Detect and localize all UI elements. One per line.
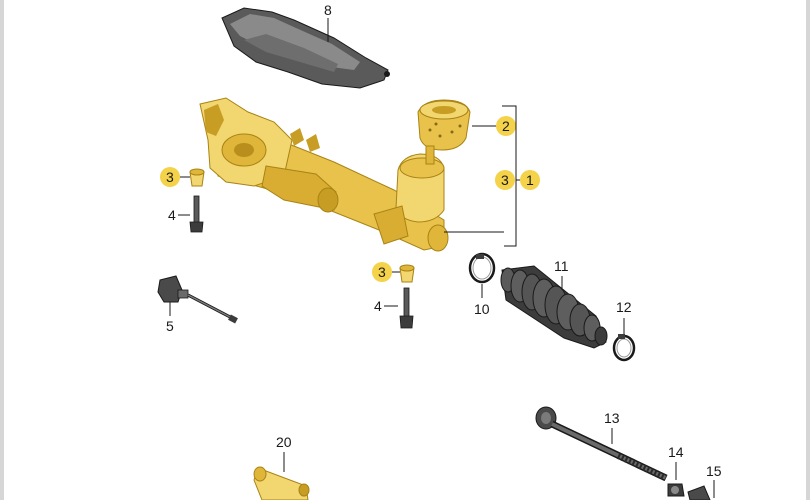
part-20-pin[interactable] (253, 466, 310, 500)
callout-4a[interactable]: 4 (168, 207, 176, 223)
callout-3b-highlight (372, 262, 392, 282)
callout-12[interactable]: 12 (616, 299, 632, 315)
callout-10[interactable]: 10 (474, 301, 490, 317)
part-2-mounting-bush[interactable] (417, 99, 471, 151)
callout-4b[interactable]: 4 (374, 298, 382, 314)
callout-3a[interactable]: 3 (166, 169, 174, 185)
part-10-clamp[interactable] (468, 252, 496, 284)
part-13-tie-rod[interactable] (535, 406, 668, 482)
callout-5[interactable]: 5 (166, 318, 174, 334)
part-3-nut-left[interactable] (189, 168, 205, 187)
callout-2-highlight (496, 116, 516, 136)
exploded-parts-diagram: 8 2 3 1 (157, 2, 722, 500)
part-3-nut-center[interactable] (399, 264, 415, 283)
callout-1-highlight (520, 170, 540, 190)
callout-2[interactable]: 2 (502, 118, 510, 134)
callout-3c[interactable]: 3 (501, 172, 509, 188)
group-bracket (502, 105, 517, 247)
part-1-steering-rack[interactable] (199, 97, 449, 252)
callout-13[interactable]: 13 (604, 410, 620, 426)
part-4-bolt-left[interactable] (189, 195, 204, 233)
callout-15[interactable]: 15 (706, 463, 722, 479)
part-11-bellows-boot[interactable] (500, 265, 608, 349)
part-4-bolt-center[interactable] (399, 287, 414, 329)
callout-20[interactable]: 20 (276, 434, 292, 450)
part-14-nut[interactable] (667, 483, 685, 497)
callout-1[interactable]: 1 (526, 172, 534, 188)
callout-11[interactable]: 11 (554, 258, 569, 274)
callout-3b[interactable]: 3 (378, 264, 386, 280)
callout-8[interactable]: 8 (324, 2, 332, 18)
part-12-clip[interactable] (612, 334, 636, 362)
callout-14[interactable]: 14 (668, 444, 684, 460)
callout-3a-highlight (160, 167, 180, 187)
part-15-tie-rod-end[interactable] (687, 485, 711, 500)
callout-3c-highlight (495, 170, 515, 190)
part-5-sensor-cable[interactable] (157, 275, 238, 324)
part-8-heat-shield[interactable] (221, 7, 390, 89)
